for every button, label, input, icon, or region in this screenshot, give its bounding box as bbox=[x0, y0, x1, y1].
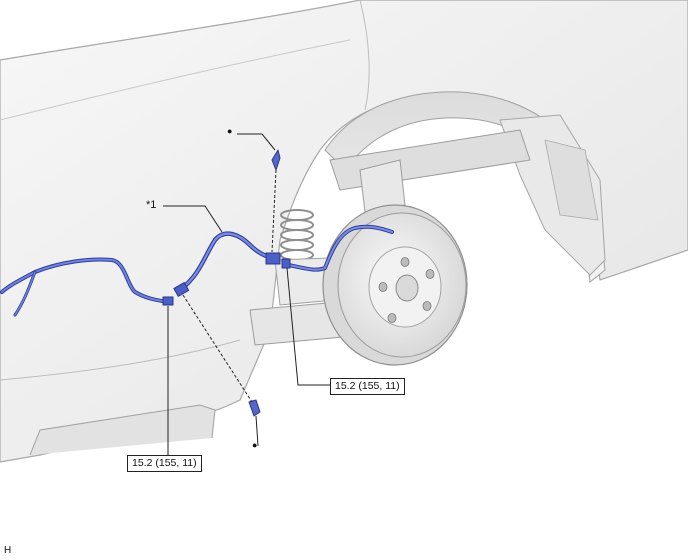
leader-lines bbox=[163, 133, 330, 456]
brake-line bbox=[0, 149, 394, 417]
torque-spec-left: 15.2 (155, 11) bbox=[127, 455, 202, 472]
brake-drum bbox=[322, 204, 468, 366]
bullet-marker-bottom: ● bbox=[252, 440, 258, 450]
page-code-label: H bbox=[4, 545, 12, 556]
torque-spec-right: 15.2 (155, 11) bbox=[330, 378, 405, 395]
bullet-marker-top: ● bbox=[227, 126, 233, 136]
part-callout-label: *1 bbox=[146, 199, 157, 211]
